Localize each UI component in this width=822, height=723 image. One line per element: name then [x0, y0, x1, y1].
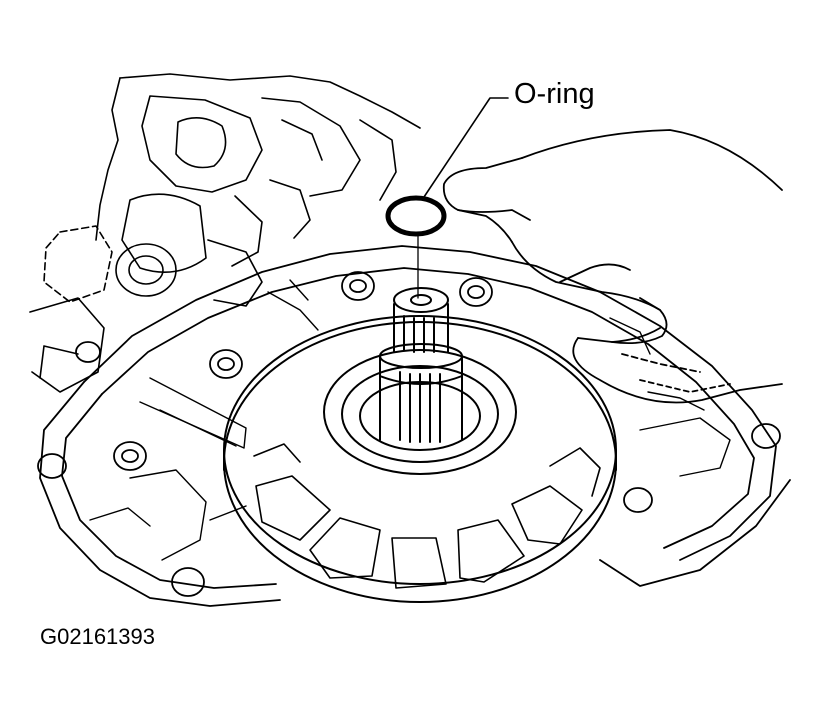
- pump-vanes: [253, 443, 601, 589]
- input-shaft: [379, 287, 463, 443]
- case-flange: [39, 245, 791, 607]
- o-ring-callout-label: O-ring: [514, 78, 595, 110]
- hand: [442, 129, 783, 404]
- callout-leader-line: [421, 97, 509, 201]
- o-ring: [385, 195, 447, 237]
- case-ribs: [89, 279, 731, 561]
- bolt-bosses: [37, 271, 781, 597]
- oil-pump: [223, 315, 617, 603]
- upper-housing: [29, 73, 421, 393]
- figure-id: G02161393: [40, 624, 155, 649]
